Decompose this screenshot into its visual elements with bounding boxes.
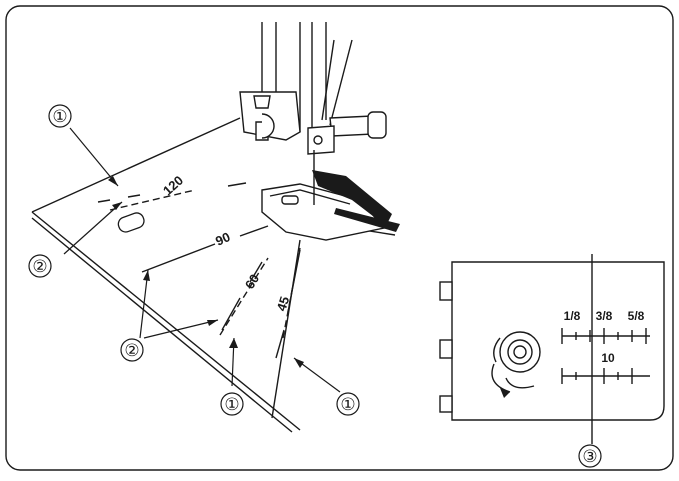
angle-guide-dashes <box>109 189 301 339</box>
plate-angle-120: 120 <box>160 173 186 199</box>
callout-3-scale: ③ <box>582 447 597 466</box>
leader-arrowheads <box>108 176 304 368</box>
scale-5-8: 5/8 <box>628 309 645 323</box>
plate-angle-45: 45 <box>274 295 293 313</box>
fabric-sheet <box>31 117 396 433</box>
rotate-arrowhead <box>500 388 510 398</box>
callout-2-left-lower: ② <box>124 341 139 360</box>
callout-1-bottom-right: ① <box>340 395 355 414</box>
seam-scale <box>561 254 650 444</box>
presser-foot <box>239 22 387 241</box>
diagram-frame <box>5 5 674 471</box>
scale-10mm: 10 <box>601 351 615 365</box>
callout-1-bottom-mid: ① <box>224 395 239 414</box>
plate-angle-60: 60 <box>242 271 262 291</box>
callout-circles <box>28 104 602 468</box>
scale-1-8: 1/8 <box>564 309 581 323</box>
plate-slot <box>117 212 145 233</box>
fabric-strip <box>312 170 400 232</box>
needle-plate <box>439 261 665 421</box>
scale-3-8: 3/8 <box>596 309 613 323</box>
plate-angle-90: 90 <box>213 229 232 249</box>
callout-2-left-upper: ② <box>32 257 47 276</box>
callout-1-top-left: ① <box>52 107 67 126</box>
